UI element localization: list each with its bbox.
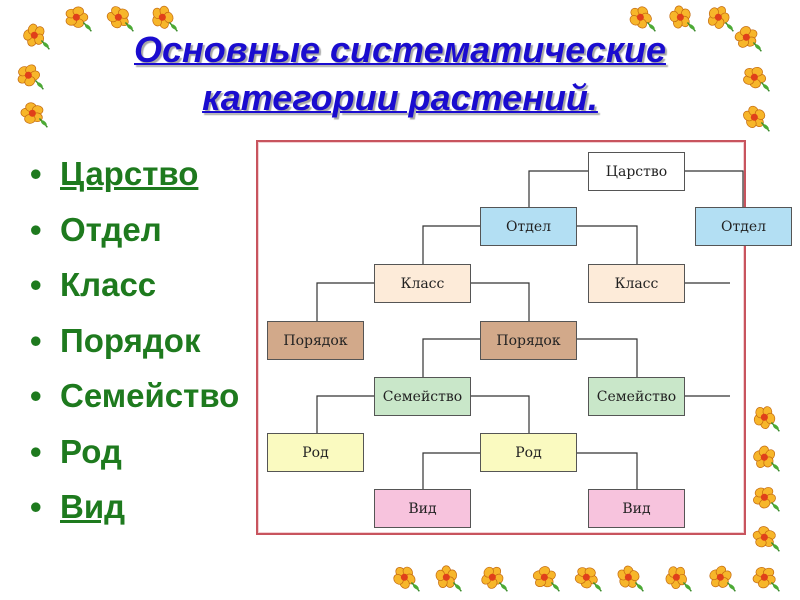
node-class-2: Класс xyxy=(588,264,685,303)
flower-icon xyxy=(532,566,560,592)
flower-icon xyxy=(65,6,92,32)
list-item-family: Семейство xyxy=(30,368,239,424)
connector xyxy=(528,170,588,207)
node-division-2: Отдел xyxy=(695,207,792,246)
flower-icon xyxy=(106,6,134,32)
flower-icon xyxy=(743,105,770,132)
connector xyxy=(684,170,744,207)
flower-icon xyxy=(20,102,48,128)
taxonomy-diagram: Царство Отдел Отдел Класс Класс Порядок … xyxy=(256,140,792,535)
connector xyxy=(422,452,480,489)
slide-title: Основные систематические категории расте… xyxy=(60,26,740,122)
list-item-kingdom: Царство xyxy=(30,146,239,202)
flower-icon xyxy=(753,487,780,512)
node-order-2: Порядок xyxy=(480,321,577,360)
node-class-1: Класс xyxy=(374,264,471,303)
connector xyxy=(471,395,530,433)
flower-icon xyxy=(734,26,762,52)
list-item-class: Класс xyxy=(30,257,239,313)
flower-icon xyxy=(393,566,420,592)
flower-icon xyxy=(753,406,780,432)
node-family-1: Семейство xyxy=(374,377,471,416)
flower-icon xyxy=(669,5,696,32)
flower-icon xyxy=(753,445,780,472)
connector xyxy=(422,338,480,377)
flower-icon xyxy=(481,566,508,592)
flower-icon xyxy=(707,6,734,32)
title-line-2: категории растений. xyxy=(202,77,598,118)
flower-icon xyxy=(23,23,50,50)
node-genus-2: Род xyxy=(480,433,577,472)
connector xyxy=(316,282,374,321)
flower-icon xyxy=(743,66,770,92)
list-item-division: Отдел xyxy=(30,202,239,258)
node-species-2: Вид xyxy=(588,489,685,528)
connector xyxy=(422,225,480,264)
flower-icon xyxy=(574,567,602,592)
flower-icon xyxy=(752,526,780,552)
connector xyxy=(316,395,374,433)
flower-icon xyxy=(617,565,644,592)
flower-icon xyxy=(17,64,44,90)
flower-icon xyxy=(435,565,462,592)
list-item-species: Вид xyxy=(30,479,239,535)
title-line-1: Основные систематические xyxy=(134,29,666,70)
connector xyxy=(577,225,638,264)
flower-icon xyxy=(752,567,780,592)
node-genus-1: Род xyxy=(267,433,364,472)
diagram-connectors xyxy=(316,170,744,489)
flower-icon xyxy=(152,5,178,32)
list-item-order: Порядок xyxy=(30,313,239,369)
flower-icon xyxy=(665,566,692,592)
node-division-1: Отдел xyxy=(480,207,577,246)
connector xyxy=(577,338,638,377)
list-item-genus: Род xyxy=(30,424,239,480)
node-order-1: Порядок xyxy=(267,321,364,360)
node-kingdom: Царство xyxy=(588,152,685,191)
connector xyxy=(577,452,638,489)
connector xyxy=(471,282,530,321)
flower-icon xyxy=(629,6,656,32)
node-species-1: Вид xyxy=(374,489,471,528)
flower-icon xyxy=(709,565,736,592)
category-list: Царство Отдел Класс Порядок Семейство Ро… xyxy=(30,146,239,535)
node-family-2: Семейство xyxy=(588,377,685,416)
